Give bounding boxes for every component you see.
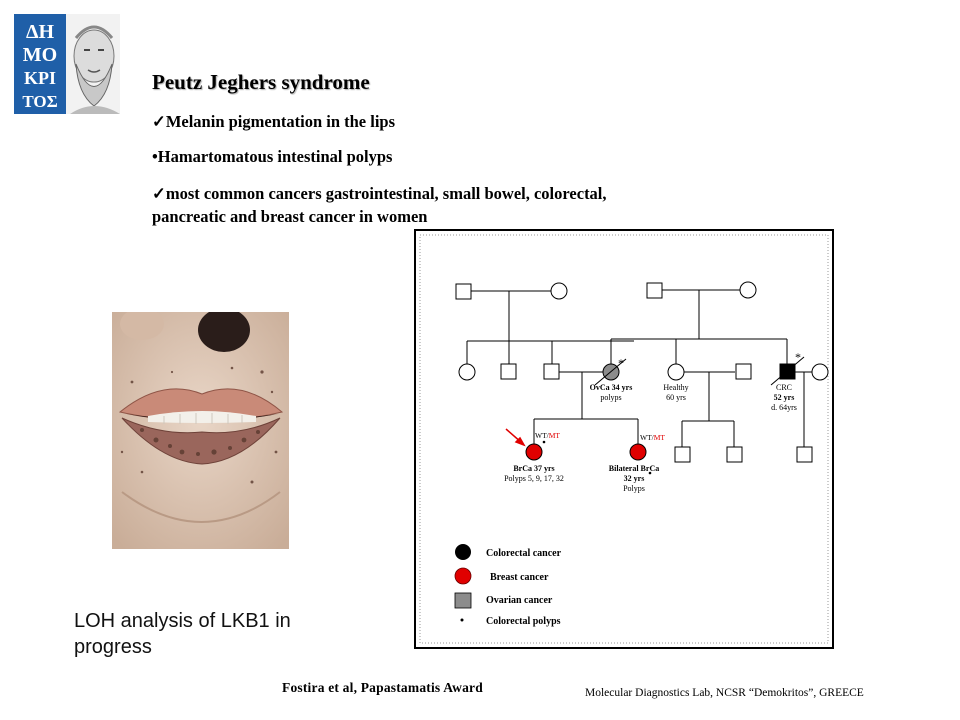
check-icon: ✓ — [152, 112, 166, 131]
svg-text:52 yrs: 52 yrs — [774, 393, 795, 402]
bullet-lips: ✓Melanin pigmentation in the lips — [152, 112, 396, 131]
svg-text:Ovarian cancer: Ovarian cancer — [486, 595, 553, 606]
pedigree-male — [735, 363, 752, 380]
pedigree-male — [726, 446, 743, 463]
svg-text:ΔΗ: ΔΗ — [26, 21, 55, 43]
svg-text:WT/MT: WT/MT — [640, 433, 665, 442]
pedigree-male — [674, 446, 691, 463]
pedigree-female — [811, 363, 829, 381]
bullet-cancers: ✓most common cancers gastrointestinal, s… — [152, 184, 607, 226]
bullet-polyps: •Hamartomatous intestinal polyps — [152, 147, 393, 166]
svg-text:WT/MT: WT/MT — [535, 431, 560, 440]
svg-text:32 yrs: 32 yrs — [624, 474, 645, 483]
pedigree-male — [646, 282, 663, 299]
pedigree-female — [550, 282, 568, 300]
pedigree-female — [458, 363, 476, 381]
loh-analysis-text: LOH analysis of LKB1 in progress — [74, 610, 291, 658]
svg-text:Colorectal cancer: Colorectal cancer — [486, 548, 562, 559]
svg-text:d. 64yrs: d. 64yrs — [771, 403, 797, 412]
svg-text:*: * — [618, 356, 624, 370]
pedigree-female — [739, 281, 757, 299]
citation: Fostira et al, Papastamatis Award — [282, 680, 483, 695]
svg-text:polyps: polyps — [600, 393, 621, 402]
svg-text:CRC: CRC — [776, 383, 792, 392]
check-icon: ✓ — [152, 184, 166, 203]
svg-text:OvCa 34 yrs: OvCa 34 yrs — [590, 383, 633, 392]
pedigree-male — [455, 283, 472, 300]
svg-text:BrCa 37 yrs: BrCa 37 yrs — [513, 464, 554, 473]
pedigree-proband-brca — [525, 443, 543, 461]
svg-text:Colorectal polyps: Colorectal polyps — [486, 616, 561, 627]
svg-text:ΜΟ: ΜΟ — [23, 44, 57, 66]
svg-text:Polyps 5, 9, 17, 32: Polyps 5, 9, 17, 32 — [504, 474, 564, 483]
svg-text:Healthy: Healthy — [663, 383, 688, 392]
pedigree-legend: Colorectal cancer Breast cancer Ovarian … — [454, 544, 562, 627]
legend-black-circle-icon — [455, 544, 471, 560]
legend-dot-icon — [460, 618, 464, 622]
legend-red-circle-icon — [454, 567, 472, 585]
pedigree-male — [500, 363, 517, 380]
bullet-dot-icon: • — [152, 147, 158, 166]
demokritos-logo: ΔΗ ΜΟ ΚΡΙ ΤΟΣ — [14, 14, 120, 114]
svg-text:ΤΟΣ: ΤΟΣ — [22, 92, 57, 111]
legend-grey-square-icon — [454, 592, 472, 609]
svg-text:*: * — [795, 350, 801, 364]
lips-photo — [112, 312, 289, 549]
proband-arrow-icon — [505, 428, 526, 447]
svg-text:Polyps: Polyps — [623, 484, 645, 493]
pedigree-male — [796, 446, 813, 463]
svg-text:ΚΡΙ: ΚΡΙ — [24, 68, 56, 88]
pedigree-bilateral-brca — [629, 443, 647, 461]
pedigree-male — [543, 363, 560, 380]
svg-text:Breast cancer: Breast cancer — [490, 572, 549, 583]
svg-text:Bilateral BrCa: Bilateral BrCa — [609, 464, 659, 473]
pedigree-healthy-female — [667, 363, 685, 381]
svg-text:60 yrs: 60 yrs — [666, 393, 686, 402]
slide-title: Peutz Jeghers syndrome — [152, 70, 370, 94]
lab-credit: Molecular Diagnostics Lab, NCSR “Demokri… — [585, 687, 864, 699]
pedigree-chart: * * OvCa 34 yrs polyps Healthy 60 yrs CR… — [414, 229, 834, 649]
